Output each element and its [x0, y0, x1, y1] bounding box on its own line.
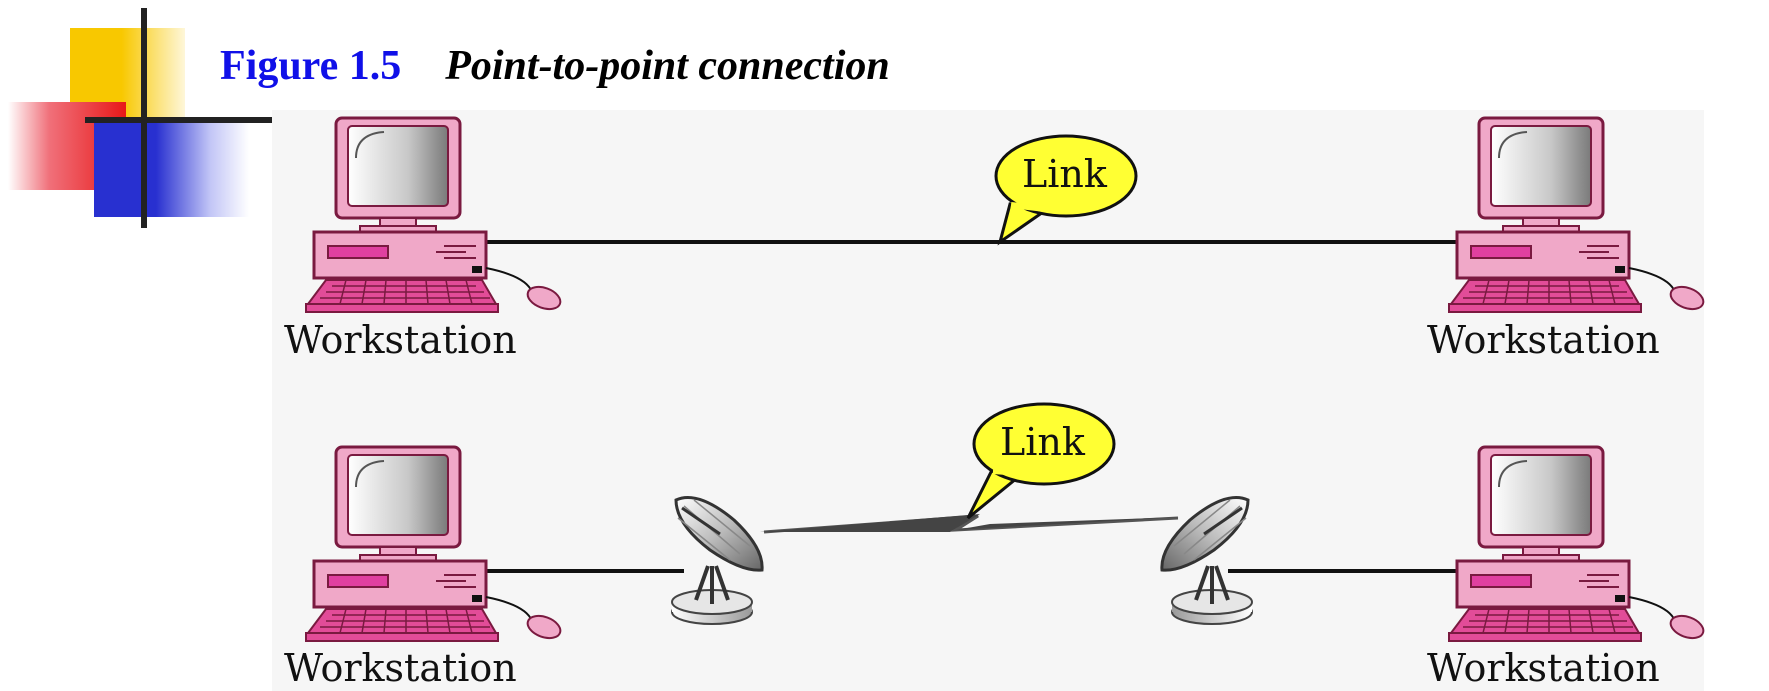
top-right-computer-icon	[1447, 116, 1708, 315]
bottom-link-label: Link	[1000, 420, 1085, 464]
bottom-link-callout	[966, 402, 1116, 520]
decor-blue-square	[94, 122, 249, 217]
top-left-computer-icon	[304, 116, 565, 315]
top-link-label: Link	[1022, 152, 1107, 196]
decor-horizontal-line	[85, 117, 283, 123]
bottom-left-workstation-label: Workstation	[284, 646, 517, 690]
bottom-left-computer-icon	[304, 445, 565, 644]
bottom-right-computer-icon	[1447, 445, 1708, 644]
bottom-right-workstation-label: Workstation	[1427, 646, 1660, 690]
figure-caption: Point-to-point connection	[445, 43, 890, 89]
figure-title: Figure 1.5 Point-to-point connection	[220, 42, 890, 90]
top-link-callout	[994, 134, 1138, 246]
top-right-workstation-label: Workstation	[1427, 318, 1660, 362]
figure-number: Figure 1.5	[220, 43, 402, 89]
right-satellite-dish-icon	[1159, 495, 1254, 626]
top-left-workstation-label: Workstation	[284, 318, 517, 362]
left-satellite-dish-icon	[670, 495, 765, 626]
